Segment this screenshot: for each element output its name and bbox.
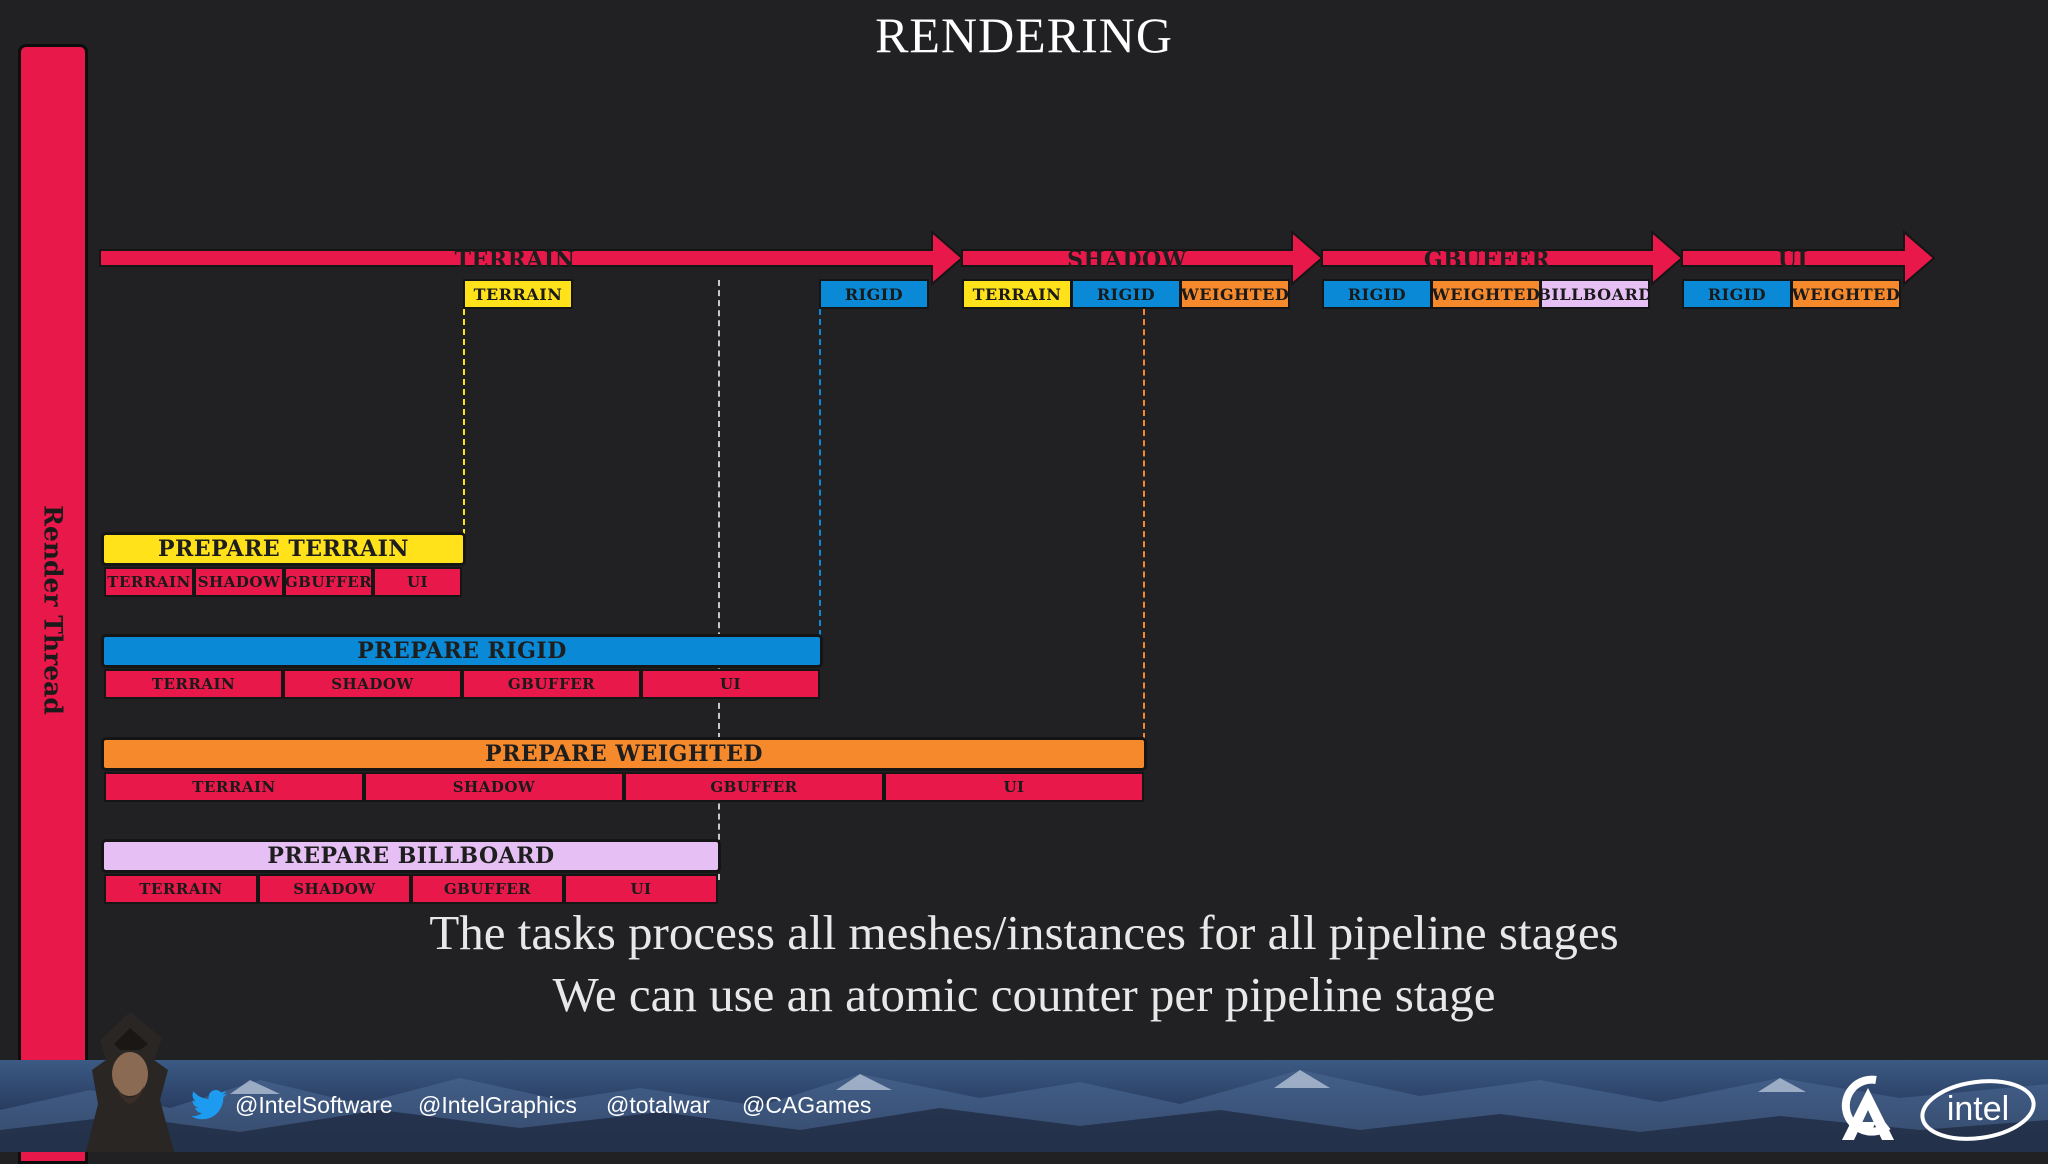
subtask-terrain: TERRAIN: [104, 567, 194, 597]
stage-label-gbuffer: GBUFFER: [1423, 247, 1551, 273]
stage-arrow-gbuffer: GBUFFER: [1321, 229, 1684, 292]
creative-assembly-logo: [1841, 1075, 1894, 1140]
shadow-stage-chip-weighted: WEIGHTED: [1180, 279, 1290, 309]
stage-label-shadow: SHADOW: [1067, 247, 1187, 273]
mountain-background: [0, 1070, 2048, 1152]
gbuffer-stage-chip-weighted: WEIGHTED: [1431, 279, 1541, 309]
prepare-billboard-bar: PREPARE BILLBOARD: [101, 839, 721, 873]
subtask-shadow: SHADOW: [364, 772, 624, 802]
subtask-gbuffer: GBUFFER: [462, 669, 641, 699]
stage-label-ui: UI: [1777, 247, 1809, 273]
shadow-stage-chip-terrain: TERRAIN: [962, 279, 1072, 309]
caption-line-1: The tasks process all meshes/instances f…: [429, 905, 1619, 960]
dependency-line-billboard: [718, 280, 720, 880]
handle-cagames[interactable]: @CAGames: [742, 1092, 872, 1118]
render-thread-bar: [18, 44, 88, 1164]
footer-banner: [0, 1060, 2048, 1152]
arrow-shape-gbuffer: [1321, 229, 1684, 287]
prepare-terrain-subtasks: TERRAIN SHADOW GBUFFER UI: [104, 567, 462, 597]
subtask-gbuffer: GBUFFER: [411, 874, 564, 904]
intel-logo: intel: [1920, 1079, 2036, 1141]
render-thread-label: Render Thread: [38, 505, 68, 715]
twitter-bird-icon: [191, 1090, 227, 1120]
slide-title: RENDERING: [875, 7, 1173, 63]
dependency-line-rigid: [819, 309, 821, 636]
stage-arrow-ui: UI: [1681, 229, 1936, 292]
subtask-gbuffer: GBUFFER: [284, 567, 373, 597]
gbuffer-stage-chip-rigid: RIGID: [1322, 279, 1432, 309]
ui-stage-chip-weighted: WEIGHTED: [1791, 279, 1901, 309]
dependency-line-terrain: [463, 309, 465, 535]
subtask-terrain: TERRAIN: [104, 772, 364, 802]
arrow-shape-terrain: [99, 229, 964, 287]
caption-line-2: We can use an atomic counter per pipelin…: [552, 967, 1496, 1022]
handle-totalwar[interactable]: @totalwar: [606, 1092, 710, 1118]
prepare-weighted-subtasks: TERRAIN SHADOW GBUFFER UI: [104, 772, 1144, 802]
arrow-shape-shadow: [961, 229, 1324, 287]
shadow-stage-chip-rigid: RIGID: [1071, 279, 1181, 309]
subtask-shadow: SHADOW: [258, 874, 411, 904]
dependency-line-weighted: [1143, 309, 1145, 739]
stage-arrow-terrain: TERRAIN: [99, 229, 964, 292]
subtask-terrain: TERRAIN: [104, 874, 258, 904]
subtask-terrain: TERRAIN: [104, 669, 283, 699]
caption: The tasks process all meshes/instances f…: [0, 902, 2048, 1026]
subtask-ui: UI: [884, 772, 1144, 802]
character-portrait: [86, 1012, 174, 1152]
handle-intel-software[interactable]: @IntelSoftware: [235, 1092, 393, 1118]
ui-stage-chip-rigid: RIGID: [1682, 279, 1792, 309]
prepare-rigid-bar: PREPARE RIGID: [101, 634, 823, 668]
stage-label-terrain: TERRAIN: [454, 247, 576, 273]
arrow-shape-ui: [1681, 229, 1936, 287]
subtask-gbuffer: GBUFFER: [624, 772, 884, 802]
prepare-weighted-bar: PREPARE WEIGHTED: [101, 737, 1147, 771]
subtask-ui: UI: [373, 567, 462, 597]
subtask-ui: UI: [641, 669, 820, 699]
subtask-shadow: SHADOW: [283, 669, 462, 699]
intel-logo-text: intel: [1947, 1090, 2009, 1128]
prepare-rigid-subtasks: TERRAIN SHADOW GBUFFER UI: [104, 669, 820, 699]
terrain-stage-chip-rigid: RIGID: [819, 279, 929, 309]
gbuffer-stage-chip-billboard: BILLBOARD: [1540, 279, 1650, 309]
stage-arrow-shadow: SHADOW: [961, 229, 1324, 292]
prepare-billboard-subtasks: TERRAIN SHADOW GBUFFER UI: [104, 874, 718, 904]
subtask-shadow: SHADOW: [194, 567, 284, 597]
subtask-ui: UI: [564, 874, 718, 904]
prepare-terrain-bar: PREPARE TERRAIN: [101, 532, 466, 566]
terrain-stage-chip-terrain: TERRAIN: [463, 279, 573, 309]
handle-intel-graphics[interactable]: @IntelGraphics: [418, 1092, 577, 1118]
